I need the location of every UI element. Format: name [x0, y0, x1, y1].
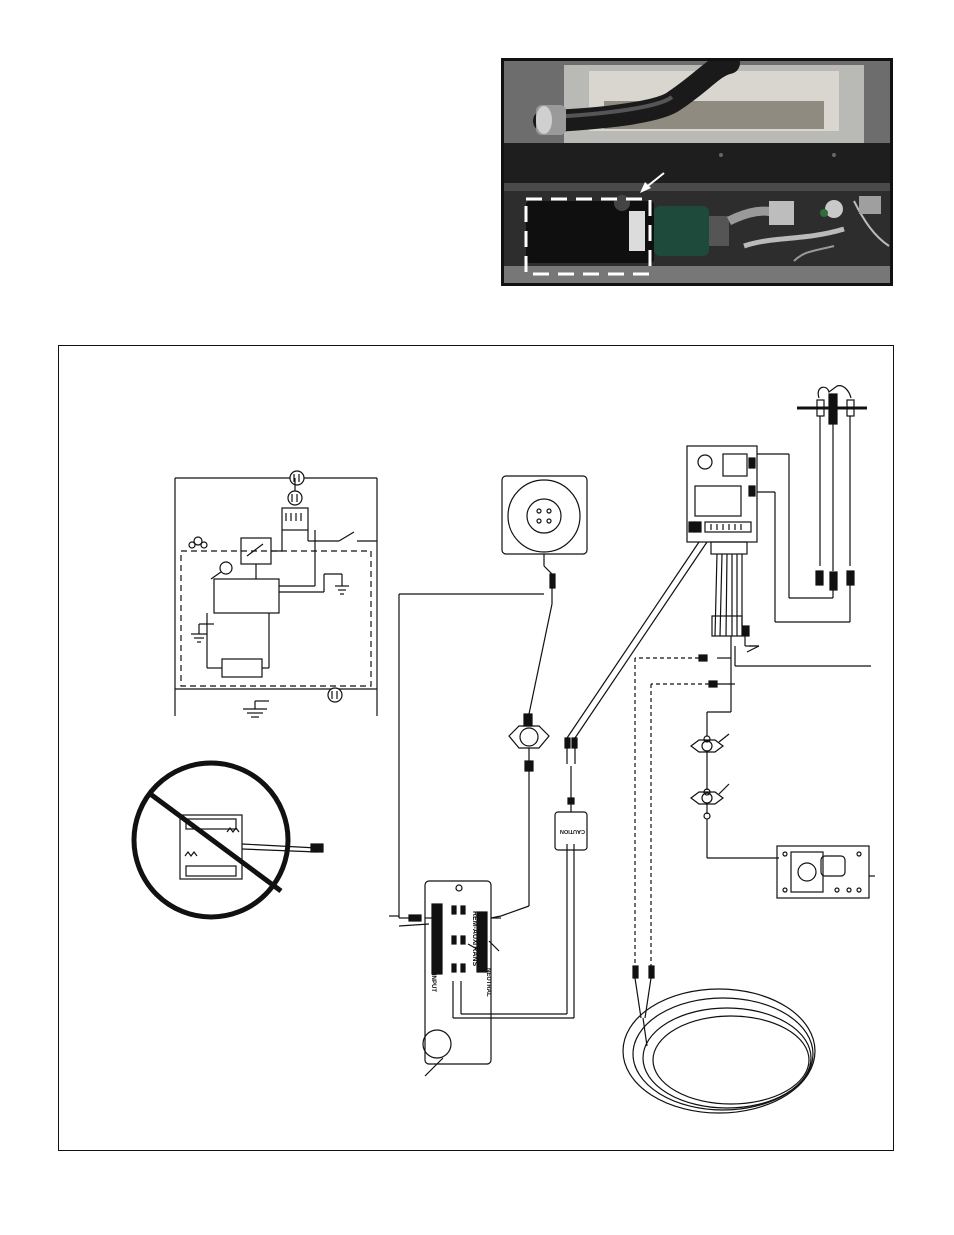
- module-label-upper: REM-AUX: [471, 911, 478, 944]
- remote-cable: [623, 655, 815, 1113]
- module-label-neutral: NEUTRAL: [485, 968, 491, 997]
- blower-fan: [502, 476, 587, 714]
- terminal-module: [389, 881, 501, 1076]
- pilot-assembly: [757, 386, 867, 622]
- photo-illustration: [504, 61, 893, 286]
- ladder-schematic: [175, 471, 377, 717]
- limit-switches: [691, 636, 875, 898]
- module-label-input: INPUT: [430, 974, 436, 992]
- transformer-label: CAUTION: [560, 828, 585, 834]
- no-battery-symbol: [134, 763, 323, 917]
- transformer: [555, 542, 707, 850]
- wiring-diagram-svg: REM-AUX TRANS NEUTRAL INPUT: [59, 346, 895, 1152]
- fan-thermodisc: [501, 714, 549, 916]
- module-label-middle: TRANS: [471, 942, 478, 966]
- installation-photo: [501, 58, 893, 286]
- ignition-control-board: [687, 446, 757, 636]
- wiring-diagram: REM-AUX TRANS NEUTRAL INPUT: [58, 345, 894, 1151]
